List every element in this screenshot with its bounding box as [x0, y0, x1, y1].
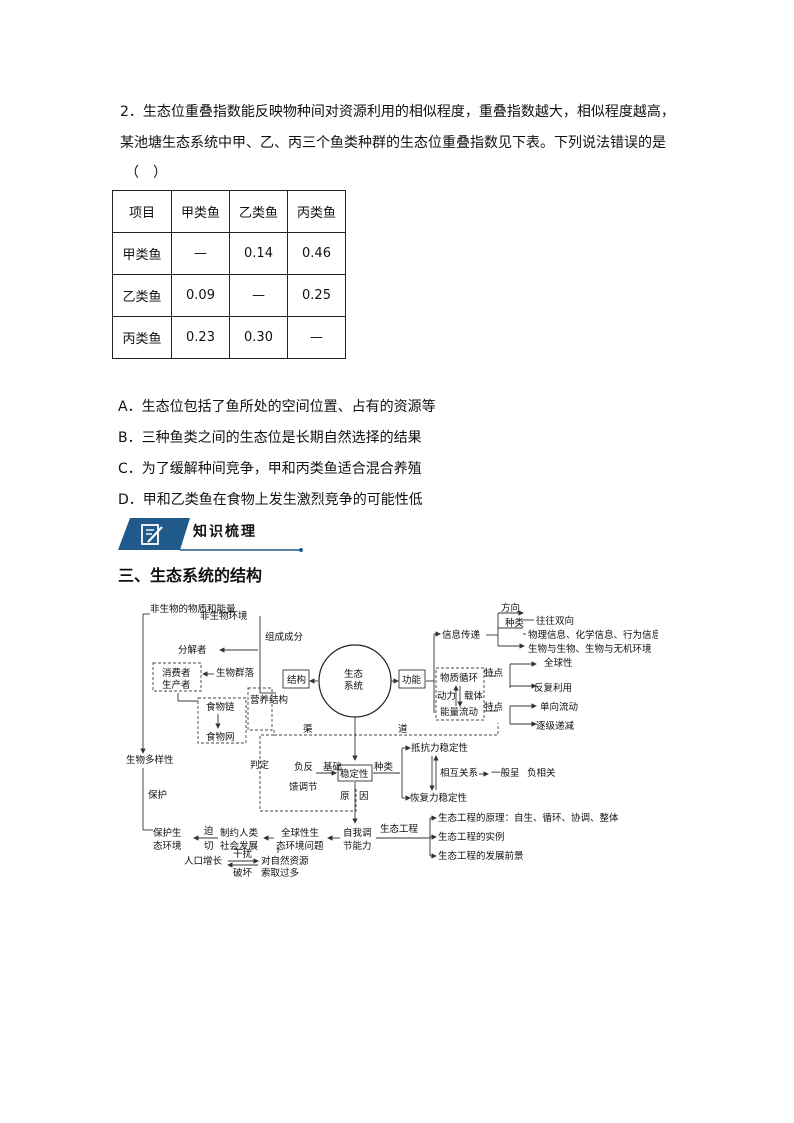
relation-label: 相互关系 — [440, 767, 478, 779]
consumer-label: 消费者 — [162, 667, 191, 679]
principles-label: 生态工程的原理：自生、循环、协调、整体 — [438, 812, 619, 824]
info-kinds-label: 物理信息、化学信息、行为信息 — [528, 629, 658, 641]
global-issue-label-b: 态环境问题 — [276, 840, 324, 852]
force-label-b: 切 — [204, 841, 214, 852]
self-reg-label-b: 节能力 — [343, 840, 372, 852]
table-cell: 丙类鱼 — [112, 316, 172, 359]
general-label: 一般呈 — [491, 767, 520, 779]
protect-label: 保护 — [148, 789, 167, 801]
question-line-2: 某池塘生态系统中甲、乙、丙三个鱼类种群的生态位重叠指数见下表。下列说法错误的是 — [120, 135, 666, 151]
question-line-1: 2．生态位重叠指数能反映物种间对资源利用的相似程度，重叠指数越大，相似程度越高， — [120, 104, 675, 120]
table-cell: 0.14 — [229, 232, 288, 275]
stability-label: 稳定性 — [340, 768, 369, 780]
ecosystem-structure-diagram: 生态 系统 非生物的物质和能量 非生物环境 组成成分 分解者 消费者 生产者 生… — [126, 602, 658, 879]
population-label: 人口增长 — [184, 855, 223, 867]
table-cell: 甲类鱼 — [112, 232, 172, 275]
food-web-label: 食物网 — [206, 731, 235, 743]
section-banner — [118, 518, 303, 552]
table-row: 丙类鱼 0.23 0.30 — — [112, 316, 346, 359]
basis-label: 基础 — [323, 761, 342, 773]
neg-fb-label-b: 馈调节 — [289, 781, 318, 793]
structure-label: 结构 — [287, 674, 306, 686]
judge-label: 判定 — [250, 759, 270, 771]
food-chain-label: 食物链 — [206, 701, 235, 713]
table-cell: 乙类鱼 — [112, 274, 172, 317]
nonbio-matter-label: 非生物的物质和能量 — [150, 603, 236, 615]
banner-label: 知识梳理 — [193, 524, 257, 540]
kinds-label: 种类 — [505, 617, 525, 629]
restrict-label-b: 社会发展 — [220, 840, 259, 852]
reason-label: 原 因 — [340, 791, 369, 802]
restrict-label-a: 制约人类 — [220, 827, 259, 839]
recover-label: 恢复力稳定性 — [410, 792, 468, 804]
table-header: 项目 — [112, 190, 172, 233]
decomposer-label: 分解者 — [178, 644, 207, 656]
destroy-label: 破坏 — [233, 867, 253, 879]
table-cell: 0.09 — [171, 274, 230, 317]
table-cell: — — [287, 316, 346, 359]
overlap-index-table: 项目 甲类鱼 乙类鱼 丙类鱼 甲类鱼 — 0.14 0.46 乙类鱼 0.09 … — [112, 190, 346, 359]
biodiversity-label: 生物多样性 — [126, 754, 174, 766]
eco-eng-label: 生态工程 — [380, 823, 419, 835]
global-label: 全球性 — [544, 657, 573, 669]
types-label: 种类 — [374, 761, 394, 773]
nonbio-env-label: 非生物环境 — [200, 610, 248, 622]
resist-label: 抵抗力稳定性 — [411, 742, 469, 754]
decrease-label: 逐级递减 — [536, 720, 575, 732]
feature-label-2: 特点 — [484, 701, 504, 713]
table-cell: 0.46 — [287, 232, 346, 275]
self-reg-label-a: 自我调 — [343, 827, 372, 839]
carrier-label: 载体 — [464, 690, 484, 702]
protect-env-label-a: 保护生 — [153, 827, 182, 839]
bidirectional-label: 往往双向 — [536, 615, 574, 627]
neg-corr-label: 负相关 — [527, 767, 556, 779]
table-header-row: 项目 甲类鱼 乙类鱼 丙类鱼 — [112, 190, 346, 233]
table-cell: — — [229, 274, 288, 317]
matter-cycle-label: 物质循环 — [440, 672, 478, 684]
option-a: A．生态位包括了鱼所处的空间位置、占有的资源等 — [118, 399, 436, 415]
channel-label-a: 渠 — [303, 723, 313, 735]
composition-label: 组成成分 — [265, 631, 304, 643]
direction-label: 方向 — [501, 602, 520, 614]
notepad-pencil-icon — [141, 524, 163, 545]
channel-label-b: 道 — [398, 723, 408, 735]
overuse-label-a: 对自然资源 — [261, 855, 309, 867]
table-cell: 0.25 — [287, 274, 346, 317]
neg-fb-label-a: 负反 — [294, 761, 313, 773]
protect-env-label-b: 态环境 — [153, 840, 182, 852]
table-header: 乙类鱼 — [229, 190, 288, 233]
power-label: 动力 — [437, 690, 456, 702]
table-header: 丙类鱼 — [287, 190, 346, 233]
trophic-label: 营养结构 — [250, 694, 288, 706]
option-b: B．三种鱼类之间的生态位是长期自然选择的结果 — [118, 430, 422, 446]
interfere-label: 干扰 — [233, 848, 253, 860]
global-issue-label-a: 全球性生 — [281, 827, 320, 839]
examples-label: 生态工程的实例 — [438, 831, 505, 843]
force-label-a: 迫 — [204, 825, 214, 837]
table-header: 甲类鱼 — [171, 190, 230, 233]
option-d: D．甲和乙类鱼在食物上发生激烈竞争的可能性低 — [118, 492, 423, 508]
reuse-label: 反复利用 — [534, 682, 572, 694]
section-title: 三、生态系统的结构 — [118, 566, 263, 585]
table-cell: 0.23 — [171, 316, 230, 359]
table-row: 乙类鱼 0.09 — 0.25 — [112, 274, 346, 317]
table-row: 甲类鱼 — 0.14 0.46 — [112, 232, 346, 275]
table-cell: — — [171, 232, 230, 275]
community-label: 生物群落 — [216, 667, 255, 679]
energy-flow-label: 能量流动 — [440, 706, 478, 718]
function-label: 功能 — [402, 674, 422, 686]
prospects-label: 生态工程的发展前景 — [438, 850, 524, 862]
table-cell: 0.30 — [229, 316, 288, 359]
option-c: C．为了缓解种间竞争，甲和丙类鱼适合混合养殖 — [118, 461, 422, 477]
info-transfer-label: 信息传递 — [442, 629, 481, 641]
feature-label-1: 特点 — [484, 667, 504, 679]
overuse-label-b: 索取过多 — [261, 867, 299, 879]
info-between-label: 生物与生物、生物与无机环境 — [528, 643, 652, 655]
center-label-1: 生态 — [344, 668, 364, 680]
answer-paren: （ ） — [125, 165, 167, 181]
center-label-2: 系统 — [344, 680, 364, 692]
one-way-label: 单向流动 — [540, 701, 578, 713]
producer-label: 生产者 — [162, 679, 191, 691]
